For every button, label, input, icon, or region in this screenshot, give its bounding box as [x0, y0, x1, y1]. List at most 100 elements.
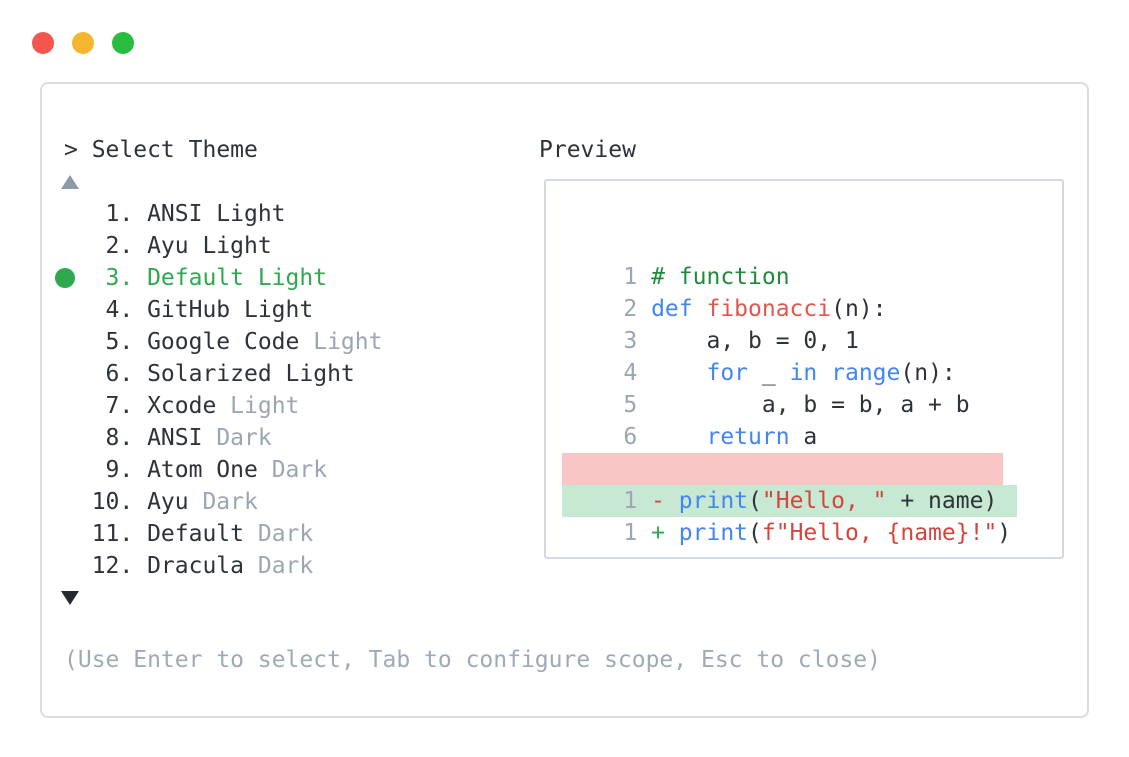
- code-text: + print(f"Hello, {name}!"): [651, 520, 1011, 546]
- theme-list-item[interactable]: 8.ANSI Dark: [64, 422, 382, 454]
- code-segment: (n):: [831, 296, 887, 322]
- code-segment: # function: [651, 264, 790, 290]
- theme-list-item[interactable]: 10. Ayu Dark: [64, 486, 382, 518]
- theme-list-item[interactable]: 11. Default Dark: [64, 518, 382, 550]
- code-segment: (n):: [900, 360, 956, 386]
- window-controls: [32, 32, 134, 54]
- code-line: 1 # function: [568, 229, 789, 290]
- theme-item-number: 7.: [105, 393, 134, 419]
- prompt: > Select Theme: [64, 134, 382, 166]
- theme-list-item[interactable]: 3. Default Light: [55, 262, 382, 294]
- code-text: - print("Hello, " + name): [651, 488, 997, 514]
- selected-indicator: [55, 262, 92, 294]
- selected-indicator: [64, 454, 92, 486]
- theme-item-name: Default: [147, 521, 258, 547]
- theme-item-number: 8.: [105, 425, 134, 451]
- code-segment: _: [748, 360, 790, 386]
- theme-list-item[interactable]: 6.Solarized Light: [64, 358, 382, 390]
- theme-list-item[interactable]: 9. Atom One Dark: [64, 454, 382, 486]
- scroll-down[interactable]: [61, 582, 382, 614]
- code-segment: print: [678, 488, 749, 514]
- code-segment: (: [748, 488, 762, 514]
- theme-list: 1.ANSI Light 2.Ayu Light 3.Default Light…: [55, 198, 383, 582]
- theme-selector-column: > Select Theme 1.ANSI Light 2.Ayu Light …: [55, 134, 383, 614]
- code-text: for _ in range(n):: [651, 360, 956, 386]
- theme-list-item[interactable]: 12.Dracula Dark: [64, 550, 382, 582]
- code-line: 1 + print(f"Hello, {name}!"): [562, 485, 1018, 546]
- zoom-button-icon[interactable]: [112, 32, 134, 54]
- theme-item-variant: Dark: [257, 521, 314, 547]
- selected-dot-icon: [55, 268, 75, 288]
- code-segment: "Hello, ": [761, 488, 887, 514]
- theme-item-variant: Dark: [271, 457, 328, 483]
- code-segment: for: [706, 360, 749, 386]
- code-segment: + name): [886, 488, 998, 514]
- code-text: a, b = b, a + b: [651, 392, 970, 418]
- theme-item-name: Default Light: [147, 265, 328, 291]
- theme-item-number: 10.: [91, 489, 134, 515]
- theme-item-variant: Light: [230, 393, 300, 419]
- selected-indicator: [64, 486, 92, 518]
- code-segment: return: [706, 424, 790, 450]
- scroll-up[interactable]: [61, 166, 382, 198]
- code-segment: a, b = 0, 1: [651, 328, 859, 354]
- code-text: a, b = 0, 1: [651, 328, 859, 354]
- theme-list-item[interactable]: 4. GitHub Light: [64, 294, 382, 326]
- code-text: # function: [651, 264, 789, 290]
- preview-title: Preview: [539, 137, 636, 163]
- close-button-icon[interactable]: [32, 32, 54, 54]
- code-segment: fibonacci: [706, 296, 832, 322]
- code-text: def fibonacci(n):: [651, 296, 886, 322]
- minimize-button-icon[interactable]: [72, 32, 94, 54]
- theme-item-name: GitHub Light: [147, 297, 314, 323]
- theme-item-number: 9.: [105, 457, 134, 483]
- theme-item-name: Google Code: [147, 329, 314, 355]
- theme-item-variant: Dark: [202, 489, 258, 515]
- code-line: 1 - print("Hello, " + name): [562, 453, 1004, 514]
- theme-item-number: 4.: [105, 297, 134, 323]
- theme-item-variant: Dark: [216, 425, 272, 451]
- code-segment: [817, 360, 831, 386]
- code-segment: def: [651, 296, 707, 322]
- theme-item-name: Ayu: [147, 489, 203, 515]
- selected-indicator: [64, 294, 92, 326]
- line-number: 1: [623, 488, 638, 514]
- theme-item-number: 11.: [91, 521, 134, 547]
- scroll-up-icon[interactable]: [61, 175, 79, 189]
- scroll-down-icon[interactable]: [61, 591, 79, 605]
- theme-item-name: Solarized Light: [147, 361, 355, 387]
- help-text: (Use Enter to select, Tab to configure s…: [64, 647, 881, 673]
- code-line: 3 a, b = 0, 1: [568, 293, 858, 354]
- theme-item-name: Atom One: [147, 457, 272, 483]
- theme-item-variant: Light: [313, 329, 383, 355]
- theme-item-number: 2.: [105, 233, 134, 259]
- code-segment: in: [789, 360, 818, 386]
- line-number: 4: [623, 360, 638, 386]
- selected-indicator: [64, 422, 92, 454]
- selected-indicator: [64, 230, 92, 262]
- line-number: 6: [623, 424, 638, 450]
- prompt-text: > Select Theme: [64, 137, 258, 163]
- selected-indicator: [64, 518, 92, 550]
- theme-item-variant: Dark: [257, 553, 314, 579]
- line-number: 5: [623, 392, 638, 418]
- theme-list-item[interactable]: 7.Xcode Light: [64, 390, 382, 422]
- theme-list-item[interactable]: 2.Ayu Light: [64, 230, 382, 262]
- code-segment: +: [651, 520, 679, 546]
- code-segment: [651, 360, 706, 386]
- line-number: 1: [623, 520, 638, 546]
- code-line: 5 a, b = b, a + b: [568, 357, 969, 418]
- code-line: 4 for _ in range(n):: [568, 325, 955, 386]
- theme-item-number: 3.: [105, 265, 134, 291]
- line-number: 1: [623, 264, 638, 290]
- code-text: return a: [651, 424, 817, 450]
- theme-selector-window: > Select Theme 1.ANSI Light 2.Ayu Light …: [40, 82, 1089, 718]
- code-segment: print: [678, 520, 749, 546]
- theme-list-item[interactable]: 5.Google Code Light: [64, 326, 383, 358]
- theme-item-name: ANSI Light: [147, 201, 286, 227]
- code-segment: range: [831, 360, 901, 386]
- theme-list-item[interactable]: 1. ANSI Light: [64, 198, 382, 230]
- theme-item-number: 1.: [105, 201, 134, 227]
